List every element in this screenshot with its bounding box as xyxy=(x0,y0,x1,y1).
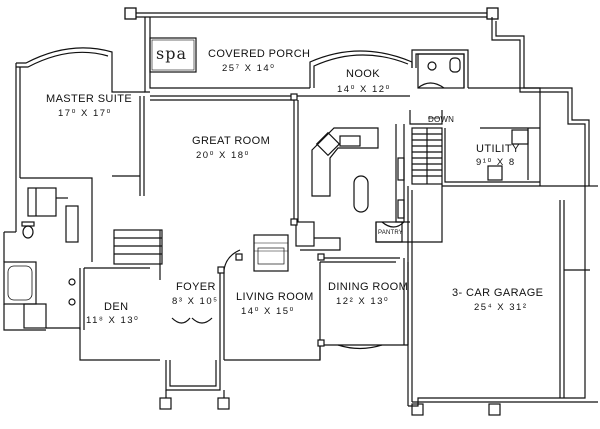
sink xyxy=(68,298,76,306)
master-bay-wall xyxy=(16,47,113,64)
living-room-label: LIVING ROOM xyxy=(236,291,314,303)
sink xyxy=(68,278,76,286)
spa-label: spa xyxy=(156,44,187,63)
utility-label: UTILITY xyxy=(476,143,520,155)
toilet xyxy=(449,57,461,73)
spa-tub xyxy=(149,37,197,73)
kitchen-counter xyxy=(311,127,379,197)
column xyxy=(217,266,225,274)
master-suite-dims: 17⁰ X 17⁰ xyxy=(58,108,112,119)
covered-porch-label: COVERED PORCH xyxy=(208,48,311,60)
pantry xyxy=(375,221,403,243)
foyer-dims: 8³ X 10⁵ xyxy=(172,296,219,307)
great-room-label: GREAT ROOM xyxy=(192,135,271,147)
nook-dims: 14⁰ X 12⁰ xyxy=(337,84,391,95)
utility-dims: 9¹⁰ X 8 xyxy=(476,157,516,168)
porch-post xyxy=(159,397,172,410)
dryer xyxy=(511,129,529,145)
stairs-down-label: DOWN xyxy=(428,115,455,124)
washer xyxy=(487,165,503,181)
living-room-dims: 14⁰ X 15⁰ xyxy=(241,306,295,317)
pantry-label: PANTRY xyxy=(378,230,403,236)
column xyxy=(290,218,298,226)
den-label: DEN xyxy=(104,301,129,313)
dining-room-label: DINING ROOM xyxy=(328,281,409,293)
column xyxy=(235,253,243,261)
fireplace xyxy=(253,234,289,272)
toilet xyxy=(22,225,34,239)
porch-post xyxy=(411,403,424,416)
porch-post xyxy=(124,7,137,20)
porch-post xyxy=(217,397,230,410)
great-room-dims: 20⁰ X 18⁰ xyxy=(196,150,250,161)
column xyxy=(317,253,325,261)
tub xyxy=(3,261,37,305)
covered-porch-dims: 25⁷ X 14⁰ xyxy=(222,63,276,74)
porch-post xyxy=(488,403,501,416)
nook-bay-wall xyxy=(309,50,413,88)
dining-room-dims: 12² X 13⁰ xyxy=(336,296,390,307)
column xyxy=(290,93,298,101)
master-suite-label: MASTER SUITE xyxy=(46,93,133,105)
nook-label: NOOK xyxy=(346,68,380,80)
kitchen-island xyxy=(353,175,369,213)
den-dims: 11⁸ X 13⁰ xyxy=(86,315,140,326)
garage-label: 3- CAR GARAGE xyxy=(452,287,544,299)
foyer-label: FOYER xyxy=(176,281,216,293)
stairs xyxy=(411,127,443,185)
garage-dims: 25⁴ X 31² xyxy=(474,302,528,313)
column xyxy=(317,339,325,347)
shower xyxy=(23,303,47,329)
